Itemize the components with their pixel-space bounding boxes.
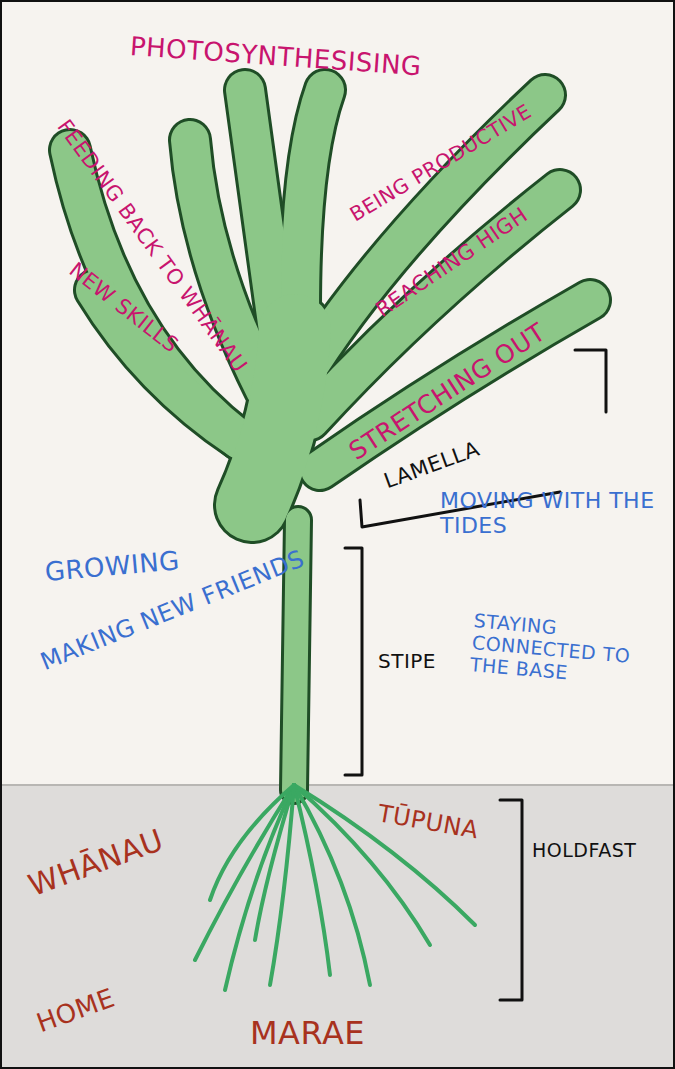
frond-label: BEING PRODUCTIVE	[346, 100, 535, 226]
holdfast-label: WHĀNAU	[24, 823, 168, 904]
frond-label: REACHING HIGH	[371, 203, 532, 322]
holdfast-label: HOME	[33, 983, 119, 1039]
part-label: STIPE	[378, 650, 436, 673]
holdfast-label: TŪPUNA	[376, 800, 481, 845]
holdfast-label: MARAE	[250, 1015, 365, 1052]
frond-label: STRETCHING OUT	[344, 318, 551, 466]
part-label: HOLDFAST	[532, 840, 636, 862]
note-label: GROWING	[44, 546, 181, 588]
part-label: LAMELLA	[381, 437, 483, 494]
note-label: STAYING CONNECTED TO THE BASE	[469, 610, 654, 691]
note-label: MOVING WITH THE TIDES	[440, 488, 665, 539]
frond-label: PHOTOSYNTHESISING	[129, 32, 423, 82]
